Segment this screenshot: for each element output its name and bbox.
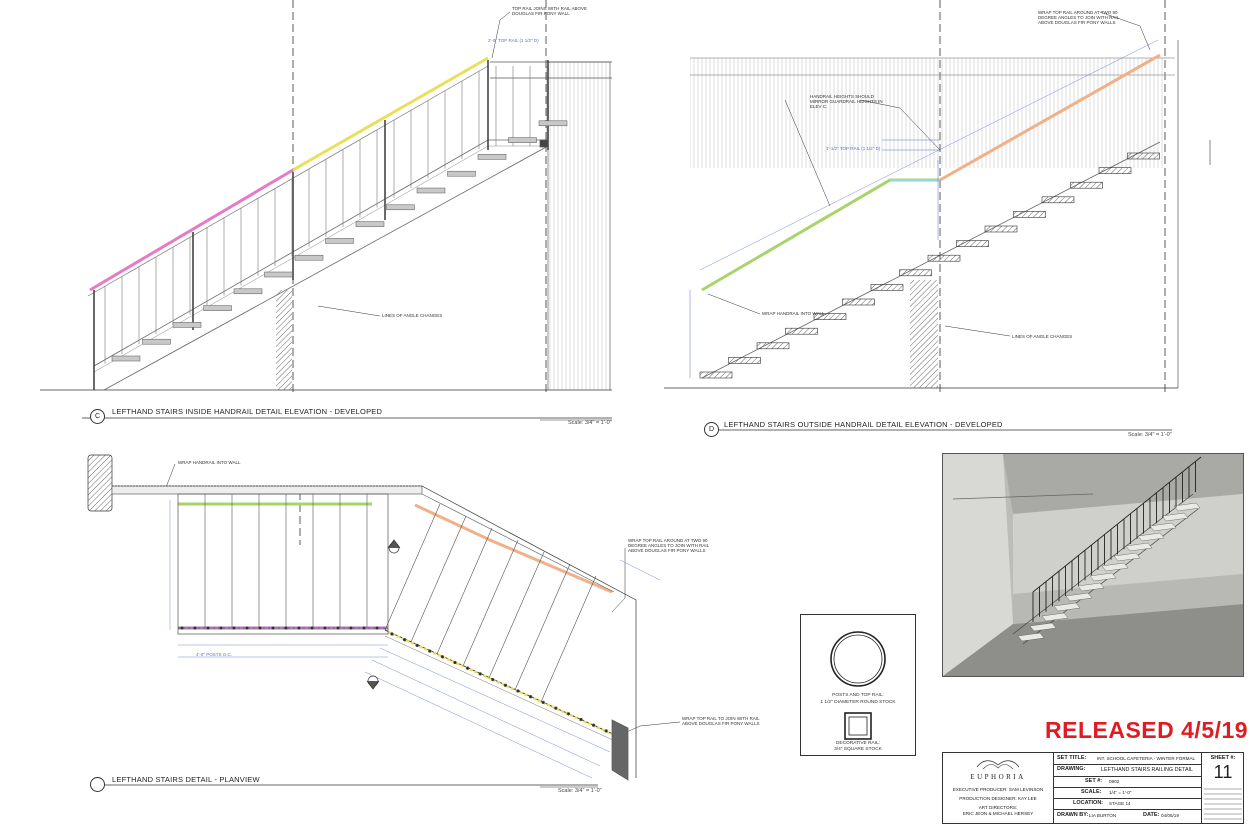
note-lines-of-angle-d: LINES OF ANGLE CHANGES [1012,334,1073,339]
plan-title: LEFTHAND STAIRS DETAIL - PLANVIEW [112,775,260,784]
view-c-scale: Scale: 3/4" = 1'-0" [568,420,612,426]
plan-marker [90,777,105,792]
section-markers [366,539,401,690]
note-wrap-handrail-wall-plan: WRAP HANDRAIL INTO WALL [178,460,241,465]
art-directors: ERIC JEON & MICHAEL HERSEY [962,811,1034,816]
drawn-by-row: DRAWN BY:LIA BURTON DATE:04/05/19 [1057,812,1179,818]
sheet-number-cell: SHEET #: 11 [1201,753,1244,823]
executive-producer: EXECUTIVE PRODUCER: SAM LEVINSON [952,787,1044,792]
set-number-row: SET #:0902 [1053,776,1201,788]
note-wrap-top-rail-d: WRAP TOP RAIL AROUND AT TWO 90 DEGREE AN… [1038,10,1119,25]
note-wrap-top-rail-plan-2: WRAP TOP RAIL TO JOIN WITH RAIL ABOVE DO… [682,716,760,726]
round-stock-symbol [830,631,886,740]
set-title-row: SET TITLE:INT. SCHOOL CAFETERIA - WINTER… [1053,753,1201,765]
note-lines-of-angle-c: LINES OF ANGLE CHANGES [382,313,443,318]
view-c-title: LEFTHAND STAIRS INSIDE HANDRAIL DETAIL E… [112,407,383,416]
title-block: EUPHORIA EXECUTIVE PRODUCER: SAM LEVINSO… [942,752,1244,824]
production-logo: EUPHORIA EXECUTIVE PRODUCER: SAM LEVINSO… [943,753,1054,823]
art-directors-label: ART DIRECTORS: [978,805,1018,810]
note-wrap-top-rail-plan-1: WRAP TOP RAIL AROUND AT TWO 90 DEGREE AN… [628,538,709,553]
logo-ornament-icon [976,760,1020,770]
show-name: EUPHORIA [970,773,1026,781]
plan-scale: Scale: 3/4" = 1'-0" [558,788,602,794]
stair-3d-render [942,453,1244,677]
legend-posts-label: POSTS AND TOP RAIL: [832,693,884,698]
plan-view [87,454,661,781]
drawing-row: DRAWING:LEFTHAND STAIRS RAILING DETAIL [1053,764,1201,777]
sheet-number: 11 [1213,762,1233,782]
view-d-title: LEFTHAND STAIRS OUTSIDE HANDRAIL DETAIL … [724,420,1003,429]
production-designer: PRODUCTION DESIGNER: KAY LEE [959,796,1037,801]
released-stamp: RELEASED 4/5/19 [1045,717,1249,743]
note-posts-oc: 4'-0" POSTS O.C. [196,652,232,657]
note-top-rail-dim: 2'-0" TOP RAIL (1 1/2" D) [488,38,539,43]
legend-decorative-value: 3/4" SQUARE STOCK [834,747,882,752]
location-row: LOCATION:STAGE 14 [1053,798,1201,810]
view-c-marker: C [90,409,105,424]
view-d-elevation [664,39,1211,389]
note-handrail-dim: 1'-1/2" TOP RAIL (1 1/2" D) [826,146,881,151]
note-top-rail-join: TOP RAIL JOINS WITH RAIL ABOVE DOUGLAS F… [512,6,588,16]
materials-legend: POSTS AND TOP RAIL: 1 1/2" DIAMETER ROUN… [800,614,916,756]
legend-decorative-label: DECORATIVE RAIL: [835,741,881,746]
view-c-elevation [40,56,612,391]
note-handrail-heights: HANDRAIL HEIGHTS SHOULD MIRROR GUARDRAIL… [810,94,883,109]
view-d-scale: Scale: 3/4" = 1'-0" [1128,432,1172,438]
legend-posts-value: 1 1/2" DIAMETER ROUND STOCK [820,700,896,705]
scale-row: SCALE:1/4" = 1'-0" [1053,787,1201,799]
view-d-marker: D [704,422,719,437]
note-wrap-handrail-wall-d: WRAP HANDRAIL INTO WALL [762,311,825,316]
